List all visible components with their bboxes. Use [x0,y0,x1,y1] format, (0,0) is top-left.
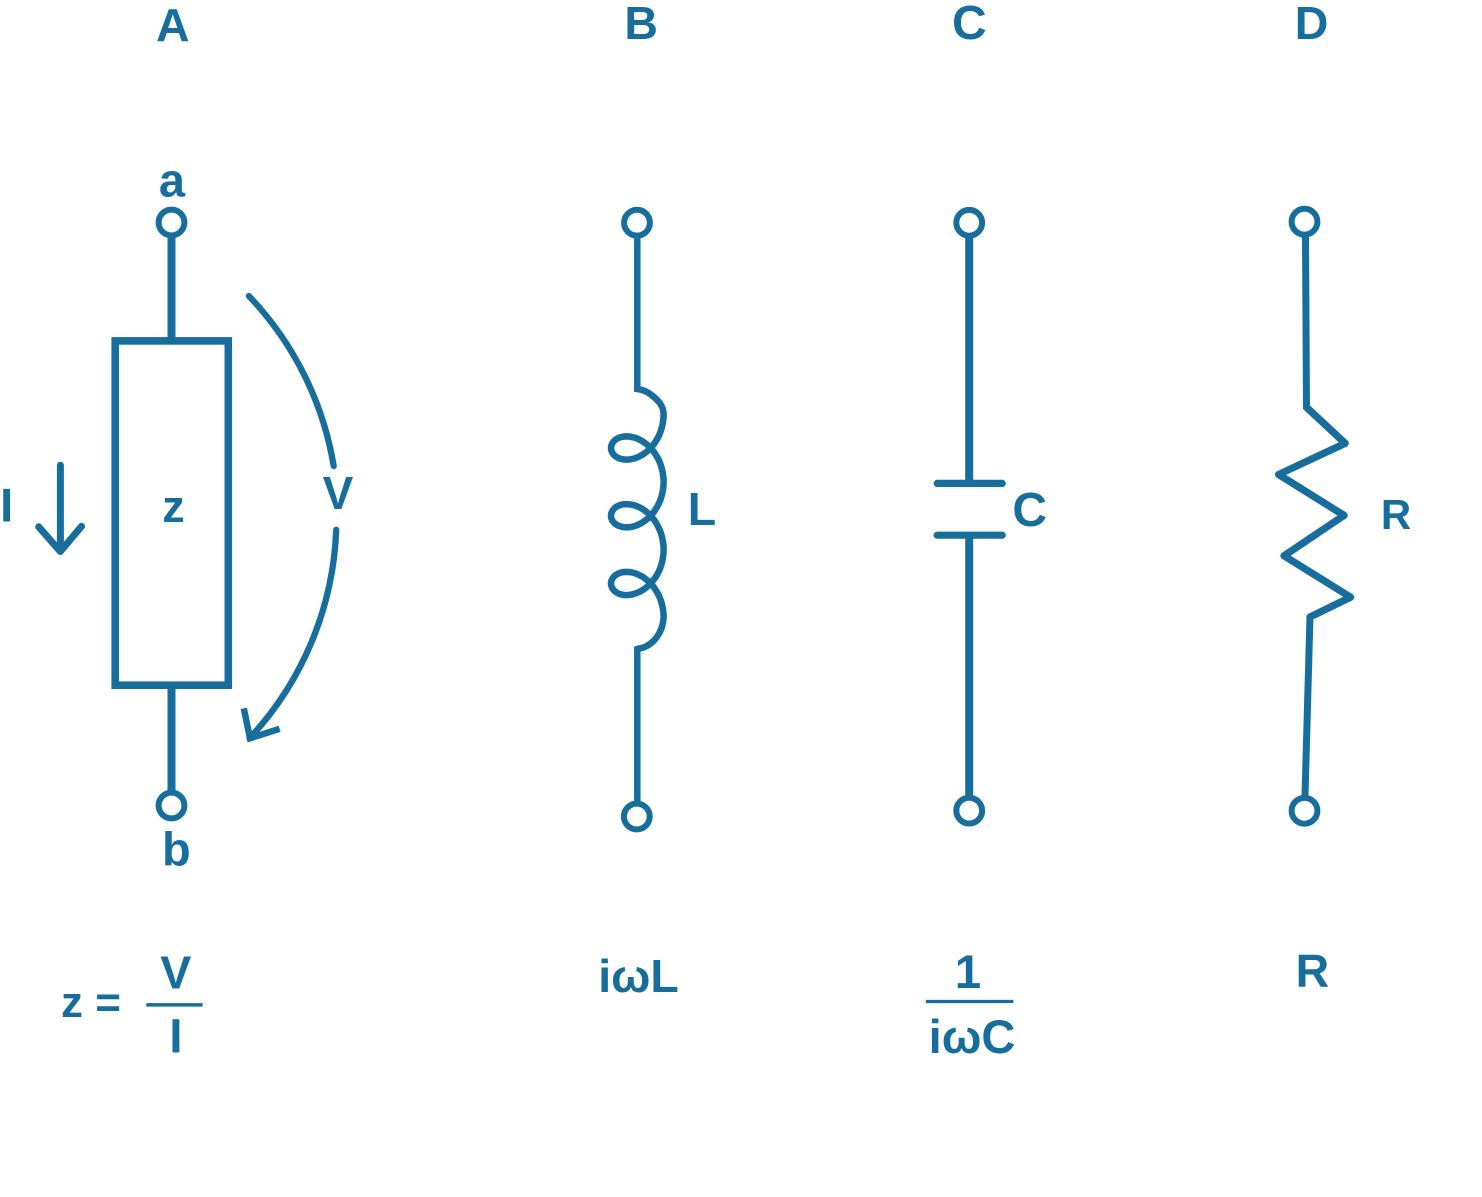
svg-text:A: A [156,0,190,51]
svg-text:R: R [1296,944,1330,996]
svg-text:iωC: iωC [929,1010,1016,1063]
svg-text:iωL: iωL [598,950,679,1002]
svg-text:I: I [169,1011,182,1064]
svg-text:V: V [160,947,191,999]
svg-text:z =: z = [61,978,121,1027]
svg-text:C: C [1012,484,1047,537]
svg-text:I: I [0,479,13,532]
svg-text:V: V [323,467,354,519]
svg-text:z: z [162,481,185,532]
svg-text:a: a [159,154,186,207]
svg-text:b: b [162,822,191,875]
svg-text:R: R [1381,491,1411,538]
svg-text:C: C [952,0,987,50]
svg-text:1: 1 [955,946,981,999]
svg-text:B: B [624,0,658,49]
svg-text:D: D [1295,0,1329,49]
svg-text:L: L [688,483,716,535]
